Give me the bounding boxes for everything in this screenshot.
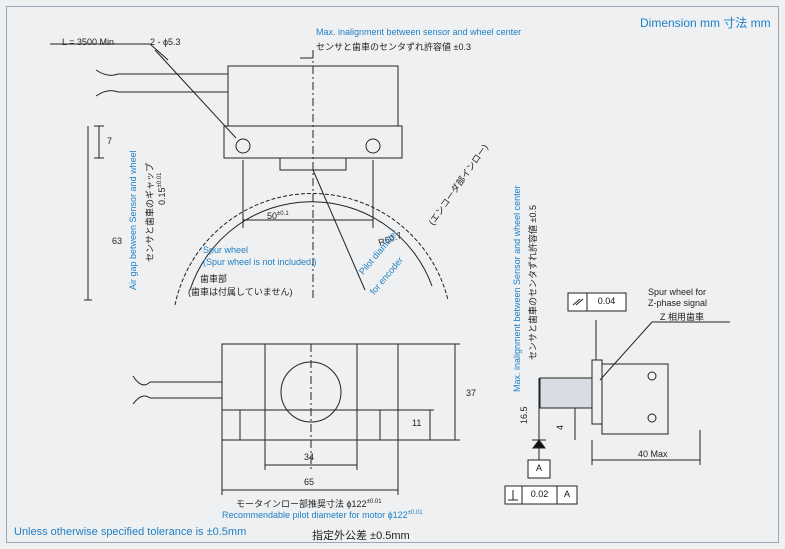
spur-jp-label-2: (歯車は付属していません) — [188, 287, 293, 297]
flatness-value: 0.04 — [597, 296, 616, 306]
dim-7-label: 7 — [107, 136, 113, 146]
perp-symbol — [508, 490, 518, 501]
fcf-symbols — [508, 298, 584, 501]
tolerance-en: Unless otherwise specified tolerance is … — [14, 526, 247, 538]
mount-hole-left — [235, 138, 251, 154]
fcf-group — [504, 292, 627, 505]
mount-hole-right — [365, 138, 381, 154]
wheel-flange — [591, 359, 603, 425]
spur-wheel-inner-arc — [189, 201, 433, 291]
sensor-base-front — [221, 409, 399, 441]
dim-7-line — [94, 125, 104, 159]
datum-label: A — [535, 463, 542, 473]
dim-11-line — [398, 409, 434, 440]
front-pilot-en: Recommendable pilot diameter for motor ϕ… — [222, 510, 423, 520]
sensor-body-side — [601, 363, 669, 435]
side-inalignment-jp: センサと歯車のセンタずれ許容値 ±0.5 — [528, 205, 538, 360]
dim-37-line — [398, 343, 460, 441]
airgap-value-label: 0.15±0.01 — [157, 172, 167, 205]
sheet-frame — [6, 6, 779, 543]
hole-spec-label: 2 - ϕ5.3 — [150, 37, 181, 47]
front-body-lines — [239, 344, 381, 440]
front-view-drawing — [132, 343, 460, 495]
dim-16-5-label: 16.5 — [519, 406, 529, 424]
spur-z-leader — [599, 321, 653, 381]
spur-en-label-1: Spur wheel — [203, 245, 249, 255]
cable-end-front — [132, 375, 151, 405]
hole-leader — [154, 49, 237, 139]
spur-en-label-2: (Spur wheel is not included.) — [203, 257, 317, 267]
perp-value: 0.02 — [530, 489, 549, 499]
datum-box — [527, 459, 551, 479]
top-inalignment-jp: センサと歯車のセンタずれ許容値 ±0.3 — [316, 42, 471, 52]
perp-dividers — [521, 486, 558, 504]
spur-z-jp: Z 相用歯車 — [660, 312, 704, 322]
dimension-unit-label: Dimension mm 寸法 mm — [640, 16, 771, 30]
dim-50-label: 50±0.1 — [267, 211, 289, 221]
dim-50-line — [242, 160, 374, 228]
side-view-drawing — [532, 320, 730, 465]
dim-40max-line — [591, 430, 701, 465]
cable-length-label: L = 3500 Min — [62, 37, 114, 47]
spur-z-en-1: Spur wheel for — [648, 287, 707, 297]
perpendicularity-frame — [504, 485, 578, 505]
screw-bottom — [647, 413, 657, 423]
dim-63-label: 63 — [112, 236, 123, 246]
radius-line — [312, 169, 366, 291]
spur-jp-label-1: 歯車部 — [200, 274, 228, 284]
datum-triangle — [532, 439, 546, 449]
cable-leader — [50, 43, 169, 61]
dim-40max-label: 40 Max — [638, 449, 668, 459]
dim-63-line — [84, 126, 92, 301]
spur-wheel-arc — [174, 193, 449, 306]
flatness-symbol — [572, 298, 584, 306]
cable-front — [150, 381, 222, 399]
top-inalignment-en: Max. inalignment between sensor and whee… — [316, 27, 522, 37]
spur-z-en-2: Z-phase signal — [648, 298, 708, 308]
tolerance-jp: 指定外公差 ±0.5mm — [312, 530, 410, 542]
dim-11-label: 11 — [412, 418, 422, 428]
dim-65-label: 65 — [304, 477, 315, 487]
side-inalignment-en: Max. inalignment between Sensor and whee… — [512, 185, 522, 392]
airgap-jp-label: センサと歯車のギャップ — [145, 162, 155, 262]
front-pilot-jp: モータインロー部推奨寸法 ϕ122±0.01 — [236, 499, 382, 509]
dim-37-label: 37 — [466, 388, 477, 398]
airgap-en-label: Air gap between Sensor and wheel — [128, 150, 138, 290]
dim-34-line — [264, 440, 358, 470]
cable-top — [118, 73, 228, 93]
flatness-frame — [567, 292, 627, 312]
wheel-section — [539, 377, 593, 409]
dim-65-line — [221, 440, 399, 495]
dim-4-label: 4 — [555, 424, 565, 430]
screw-top — [647, 371, 657, 381]
cable-end-top — [95, 69, 119, 97]
dim-34-label: 34 — [304, 452, 315, 462]
sensor-body-front — [221, 343, 399, 411]
top-view-drawing — [50, 43, 449, 306]
perp-datum: A — [563, 489, 570, 499]
